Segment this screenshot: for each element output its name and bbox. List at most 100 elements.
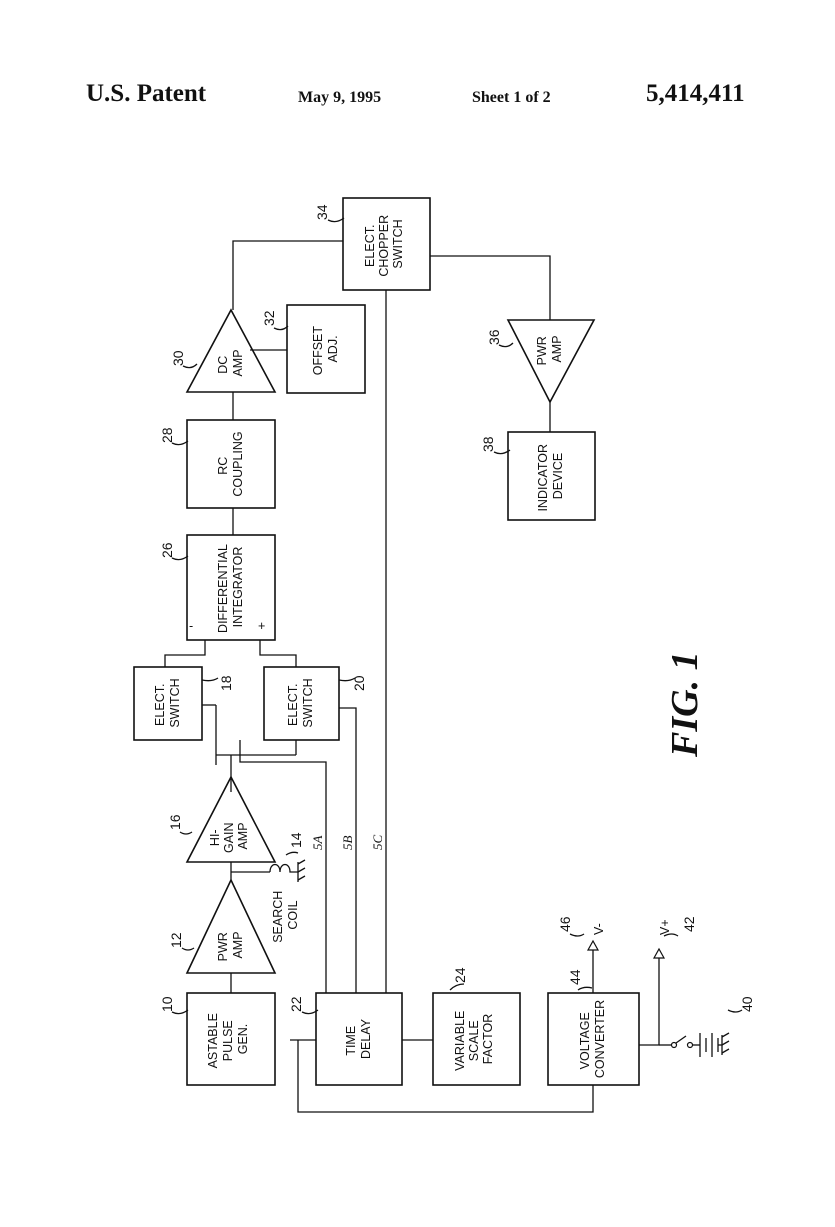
astable-label-1: ASTABLE — [206, 1013, 220, 1068]
signal-5a-label: 5A — [310, 836, 325, 851]
voltage-converter-block: VOLTAGE CONVERTER — [547, 992, 640, 1086]
v-minus-label: V- — [592, 923, 606, 935]
search-coil-label-2: COIL — [286, 900, 300, 929]
rc-label-2: COUPLING — [231, 431, 245, 496]
ref-24: 24 — [452, 967, 468, 983]
astable-label-3: GEN. — [236, 1024, 250, 1055]
ref-42: 42 — [681, 916, 697, 932]
svg-text:VOLTAGE CONVERTER: VOLTAGE CONVERTER — [578, 1000, 607, 1078]
ref-28: 28 — [159, 427, 175, 443]
elect-chopper-switch-block: ELECT. CHOPPER SWITCH — [342, 197, 431, 291]
differential-integrator-block: DIFFERENTIAL INTEGRATOR - + — [186, 534, 276, 641]
dc-amp-label-2: AMP — [231, 349, 245, 376]
rc-coupling-block: RC COUPLING — [186, 419, 276, 509]
chopper-label-2: CHOPPER — [377, 215, 391, 277]
time-delay-block: TIME DELAY — [315, 992, 403, 1086]
vsf-label-3: FACTOR — [481, 1014, 495, 1064]
astable-label-2: PULSE — [221, 1020, 235, 1061]
svg-text:ELECT. CHOPPER SWI: ELECT. CHOPPER SWITCH — [363, 211, 405, 276]
svg-text:INDICATOR DEVICE: INDICATOR DEVICE — [536, 440, 565, 511]
dc-amp-block: DC AMP — [185, 308, 277, 393]
dc-amp-label-1: DC — [216, 356, 230, 374]
ref-22: 22 — [288, 996, 304, 1012]
chopper-label-3: SWITCH — [391, 219, 405, 268]
hi-gain-label-1: HI- — [208, 829, 222, 846]
svg-text:RC COUPLING: RC COUPLING — [216, 431, 245, 496]
v-plus-label: V+ — [658, 919, 672, 935]
indicator-device-block: INDICATOR DEVICE — [507, 431, 596, 521]
ref-38: 38 — [480, 436, 496, 452]
svg-text:PWR AMP: PWR AMP — [535, 333, 564, 366]
ref-34: 34 — [314, 204, 330, 220]
figure-label: FIG. 1 — [664, 651, 706, 758]
wiring — [164, 240, 700, 1113]
ref-18: 18 — [218, 675, 234, 691]
variable-scale-factor-block: VARIABLE SCALE FACTOR — [432, 992, 521, 1086]
offset-label-2: ADJ. — [326, 335, 340, 362]
ref-46: 46 — [557, 916, 573, 932]
ref-26: 26 — [159, 542, 175, 558]
svg-text:PWR AMP: PWR AMP — [216, 929, 245, 962]
ref-32: 32 — [261, 310, 277, 326]
switch-18-label-1: ELECT. — [153, 684, 167, 726]
svg-text:ASTABLE PULSE GEN.: ASTABLE PULSE GEN. — [206, 1010, 250, 1069]
pwr-amp-36-label-1: PWR — [535, 336, 549, 365]
indicator-label-2: DEVICE — [551, 453, 565, 500]
svg-text:DIFFERENTIAL INTEGRATOR: DIFFERENTIAL INTEGRATOR — [216, 541, 245, 633]
pwr-amp-12-block: PWR AMP — [185, 878, 277, 974]
pwr-amp-36-label-2: AMP — [550, 335, 564, 362]
hi-gain-amp-block: HI- GAIN AMP — [185, 775, 277, 863]
patent-title: U.S. Patent — [86, 80, 207, 107]
time-delay-label-1: TIME — [344, 1026, 358, 1056]
reference-numerals: 10 12 14 16 18 20 22 24 26 28 30 32 34 3… — [159, 204, 755, 1015]
switch-20-label-1: ELECT. — [286, 684, 300, 726]
rc-label-1: RC — [216, 457, 230, 475]
ref-30: 30 — [170, 350, 186, 366]
time-delay-label-2: DELAY — [359, 1018, 373, 1059]
switch-20-label-2: SWITCH — [301, 678, 315, 727]
svg-text:ELECT. SWITCH: ELECT. SWITCH — [153, 678, 182, 727]
svg-text:TIME DELAY: TIME DELAY — [344, 1018, 373, 1059]
offset-adj-block: OFFSET ADJ. — [286, 304, 366, 394]
patent-sheet: Sheet 1 of 2 — [472, 89, 551, 106]
ref-44: 44 — [567, 969, 583, 985]
pwr-amp-36-block: PWR AMP — [506, 319, 596, 404]
switch-18-label-2: SWITCH — [168, 678, 182, 727]
elect-switch-18-block: ELECT. SWITCH — [133, 666, 203, 741]
patent-date: May 9, 1995 — [298, 89, 382, 106]
search-coil-label: SEARCH COIL — [271, 887, 300, 943]
astable-pulse-gen-block: ASTABLE PULSE GEN. — [186, 992, 276, 1086]
vsf-label-1: VARIABLE — [453, 1011, 467, 1071]
ref-36: 36 — [486, 329, 502, 345]
hi-gain-label-2: GAIN — [222, 822, 236, 853]
offset-label-1: OFFSET — [311, 326, 325, 376]
ref-16: 16 — [167, 814, 183, 830]
search-coil-label-1: SEARCH — [271, 891, 285, 943]
elect-switch-20-block: ELECT. SWITCH — [263, 666, 340, 741]
battery-symbol — [699, 1032, 730, 1057]
indicator-label-1: INDICATOR — [536, 444, 550, 512]
ref-40: 40 — [739, 996, 755, 1012]
ref-10: 10 — [159, 996, 175, 1012]
converter-label-2: CONVERTER — [593, 1000, 607, 1078]
hi-gain-label-3: AMP — [236, 822, 250, 849]
integrator-label-2: INTEGRATOR — [231, 547, 245, 628]
ref-14: 14 — [288, 832, 304, 848]
svg-text:VARIABLE SCALE FAC: VARIABLE SCALE FACTOR — [453, 1007, 495, 1071]
svg-text:ELECT. SWITCH: ELECT. SWITCH — [286, 678, 315, 727]
vsf-label-2: SCALE — [467, 1020, 481, 1061]
chopper-label-1: ELECT. — [363, 225, 377, 267]
signal-5c-label: 5C — [370, 835, 385, 851]
signal-5b-label: 5B — [340, 836, 355, 851]
integrator-minus: - — [189, 619, 193, 633]
integrator-label-1: DIFFERENTIAL — [216, 544, 230, 633]
search-coil-symbol — [269, 859, 306, 882]
ref-20: 20 — [351, 675, 367, 691]
pwr-amp-12-label-1: PWR — [216, 932, 230, 961]
ref-12: 12 — [168, 932, 184, 948]
patent-number: 5,414,411 — [646, 80, 745, 107]
svg-text:DC AMP: DC AMP — [216, 349, 245, 376]
converter-label-1: VOLTAGE — [578, 1012, 592, 1069]
svg-text:OFFSET ADJ.: OFFSET ADJ. — [311, 323, 340, 376]
